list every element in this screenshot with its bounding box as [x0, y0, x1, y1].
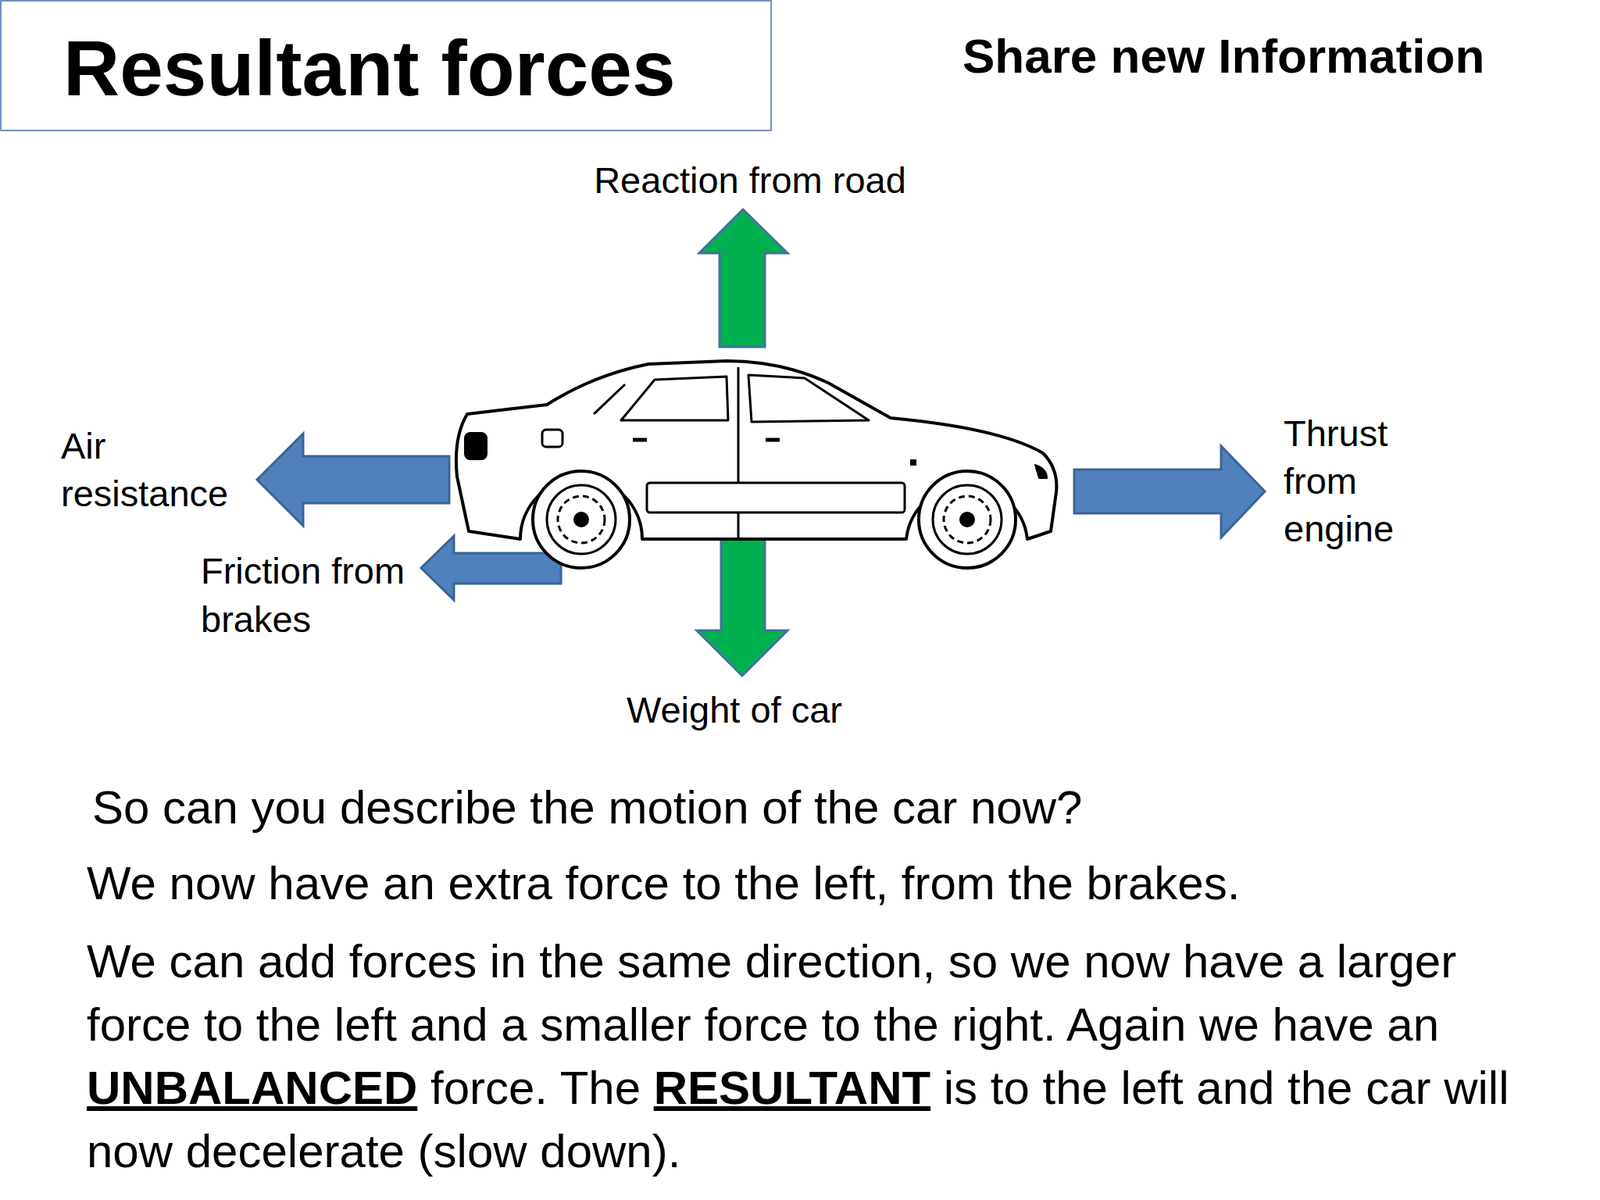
key-term: RESULTANT	[653, 1061, 931, 1115]
slide-subheading: Share new Information	[962, 28, 1596, 85]
explanation-text: force. The	[430, 1061, 641, 1115]
thrust-arrow	[1074, 446, 1265, 538]
question-text: So can you describe the motion of the ca…	[92, 778, 1577, 838]
slide-title: Resultant forces	[63, 25, 676, 111]
title-box: Resultant forces	[0, 0, 772, 132]
explanation-paragraph: We can add forces in the same direction,…	[86, 929, 1556, 1183]
force-label: Friction from brakes	[200, 546, 436, 644]
force-label: Air resistance	[60, 421, 272, 518]
key-term: UNBALANCED	[86, 1061, 418, 1115]
air-resistance-arrow	[257, 433, 450, 526]
reaction-arrow	[699, 209, 788, 347]
explanation-text: We now have an extra force to the left, …	[86, 853, 1572, 914]
explanation-text: We can add forces in the same direction,…	[86, 935, 1457, 1051]
weight-arrow	[696, 535, 788, 676]
force-label: Weight of car	[500, 687, 969, 733]
car	[456, 360, 1057, 568]
force-label: Reaction from road	[500, 157, 1000, 204]
force-label: Thrust from engine	[1283, 409, 1433, 553]
